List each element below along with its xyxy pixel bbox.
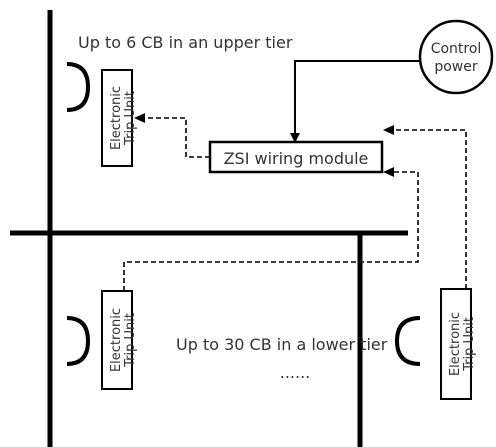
zsi-arrowhead-right-input <box>383 125 394 135</box>
trip-unit-upper-line1: Electronic <box>109 86 124 150</box>
breaker-lower-left <box>66 316 91 366</box>
zsi-link-right-trip-unit <box>394 129 467 289</box>
breaker-lower-right <box>394 316 421 366</box>
lower-tier-label: Up to 30 CB in a lower tier <box>176 335 388 354</box>
zsi-arrowhead-upper-trip-unit <box>134 113 145 123</box>
trip-unit-lower-right-line2: Trip Unit <box>462 317 477 372</box>
trip-unit-lower-right <box>440 288 472 400</box>
ellipsis: ...... <box>280 363 311 382</box>
trip-unit-lower-left-line1: Electronic <box>109 308 124 372</box>
control-power-label-line2: power <box>434 59 478 75</box>
trip-unit-lower-right-line1: Electronic <box>448 312 463 376</box>
control-power-feed <box>290 60 420 143</box>
trip-unit-lower-left-line2: Trip Unit <box>123 313 138 368</box>
zsi-link-upper-trip-unit <box>145 117 210 158</box>
zsi-arrowhead-lower-input <box>383 167 394 177</box>
zsi-wiring-module <box>208 140 384 174</box>
zsi-link-lower-left-trip-unit <box>123 171 419 291</box>
upper-tier-label: Up to 6 CB in an upper tier <box>78 33 293 52</box>
breaker-upper <box>66 62 91 112</box>
trip-unit-upper <box>101 69 133 167</box>
zsi-module-label: ZSI wiring module <box>224 149 369 168</box>
trip-unit-lower-left <box>101 290 133 390</box>
trip-unit-upper-line2: Trip Unit <box>123 91 138 146</box>
control-power-circle <box>418 19 494 95</box>
control-power-label-line1: Control <box>431 41 482 57</box>
